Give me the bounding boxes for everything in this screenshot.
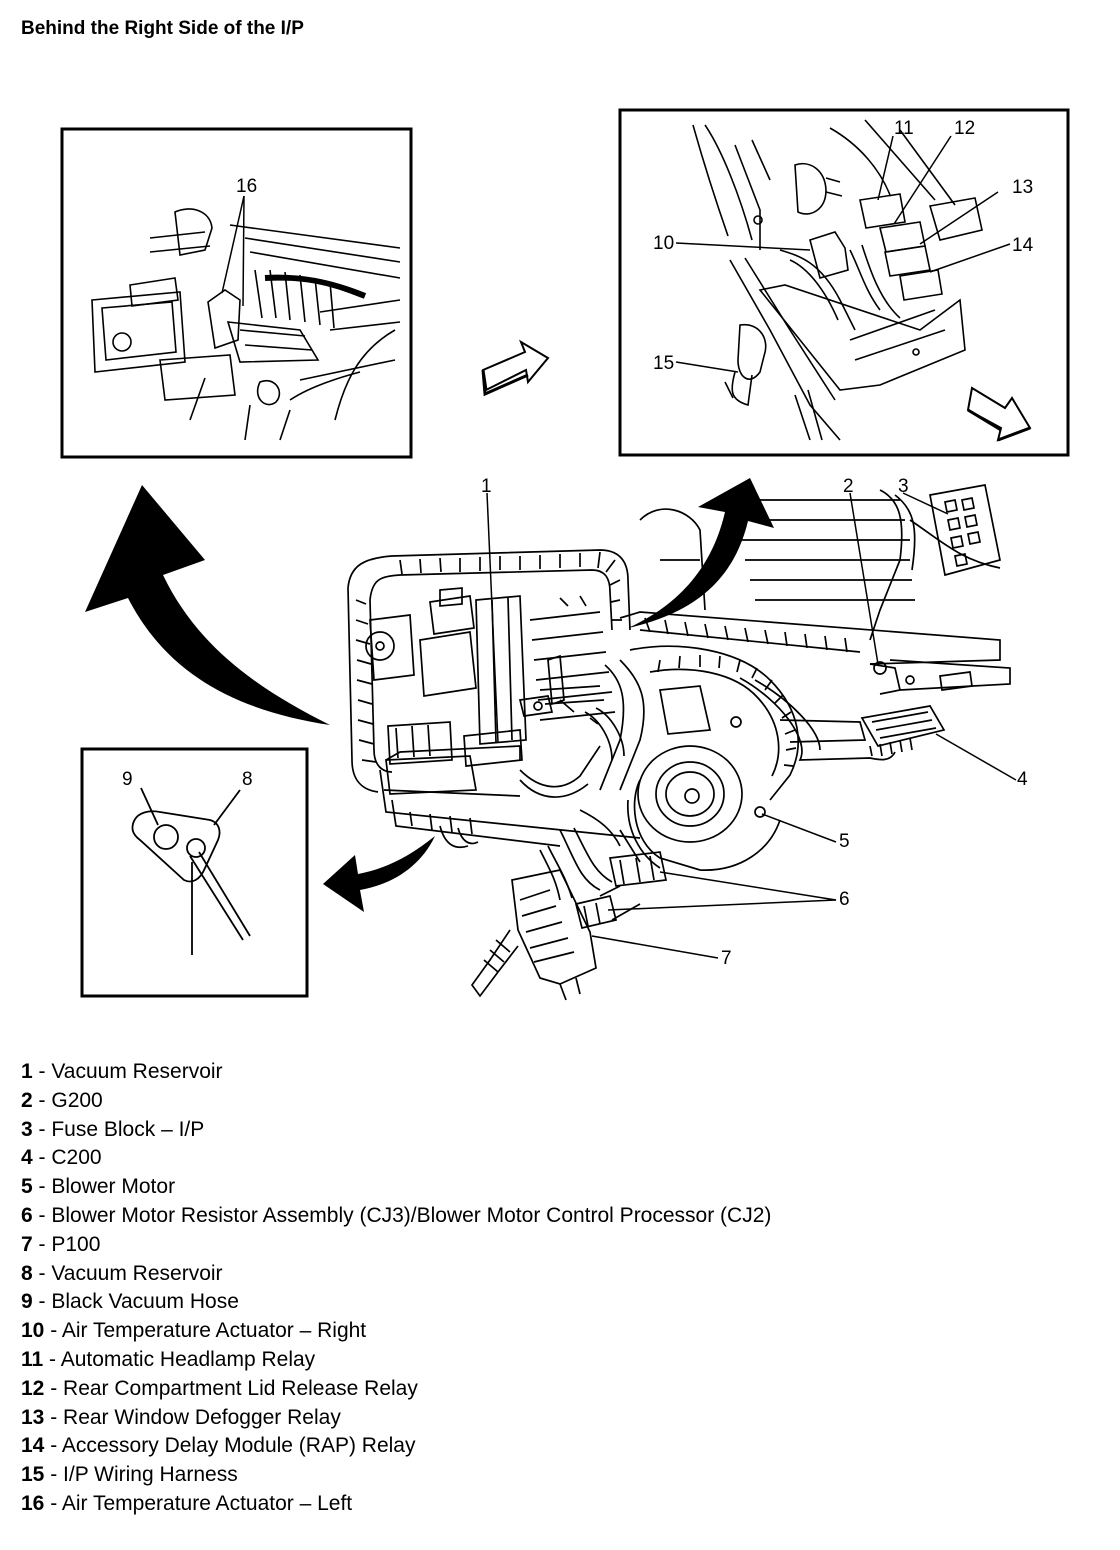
legend-separator: - xyxy=(32,1146,52,1170)
big-arrow-upper-right xyxy=(628,478,774,628)
legend-label: P100 xyxy=(51,1232,101,1256)
callout-2: 2 xyxy=(843,476,854,497)
legend-number: 4 xyxy=(21,1146,33,1170)
legend-label: Air Temperature Actuator – Right xyxy=(61,1319,367,1343)
legend-label: Vacuum Reservoir xyxy=(51,1060,223,1083)
legend-item: 13 - Rear Window Defogger Relay xyxy=(21,1404,771,1433)
legend-label: Blower Motor xyxy=(51,1175,176,1199)
legend-item: 9 - Black Vacuum Hose xyxy=(21,1288,771,1317)
legend-separator: - xyxy=(44,1463,64,1487)
legend-item: 16 - Air Temperature Actuator – Left xyxy=(21,1490,771,1519)
legend-item: 6 - Blower Motor Resistor Assembly (CJ3)… xyxy=(21,1202,771,1231)
legend-item: 4 - C200 xyxy=(21,1144,771,1173)
legend-separator: - xyxy=(44,1434,62,1458)
legend-number: 9 xyxy=(21,1290,33,1314)
big-arrow-lower-left xyxy=(323,836,435,912)
legend-separator: - xyxy=(44,1376,64,1400)
callout-9: 9 xyxy=(122,769,133,790)
callout-5: 5 xyxy=(839,831,850,852)
inset-left-top-frame xyxy=(60,127,413,459)
legend-item: 1 - Vacuum Reservoir xyxy=(21,1058,771,1087)
legend-number: 16 xyxy=(21,1491,45,1515)
main-callout-leaders xyxy=(486,492,1017,959)
callout-4: 4 xyxy=(1017,769,1028,790)
legend-item: 11 - Automatic Headlamp Relay xyxy=(21,1346,771,1375)
legend-label: Rear Compartment Lid Release Relay xyxy=(63,1376,418,1400)
diagram-illustration: 1 2 3 4 5 6 7 8 9 10 11 12 13 14 15 16 xyxy=(60,108,1070,1001)
callout-12: 12 xyxy=(954,118,975,139)
legend-label: Black Vacuum Hose xyxy=(51,1290,239,1314)
callout-16: 16 xyxy=(236,176,257,197)
legend-number: 11 xyxy=(21,1347,44,1371)
page-title: Behind the Right Side of the I/P xyxy=(21,18,304,39)
legend-separator: - xyxy=(32,1203,52,1227)
legend-label: Blower Motor Resistor Assembly (CJ3)/Blo… xyxy=(51,1203,772,1227)
callout-3: 3 xyxy=(898,476,909,497)
legend-label: Rear Window Defogger Relay xyxy=(63,1405,341,1429)
legend-label: G200 xyxy=(51,1088,103,1112)
legend-separator: - xyxy=(32,1117,52,1141)
legend-number: 1 xyxy=(21,1060,33,1083)
inset-arrow-small-right-shadow xyxy=(967,408,1031,442)
callout-8: 8 xyxy=(242,769,253,790)
legend-item: 8 - Vacuum Reservoir xyxy=(21,1260,771,1289)
legend-number: 8 xyxy=(21,1261,33,1285)
legend-separator: - xyxy=(32,1290,52,1314)
legend-separator: - xyxy=(32,1175,52,1199)
inset-left-bottom-frame xyxy=(80,747,309,998)
inset-arrow-small-left-shadow xyxy=(481,369,529,397)
legend-label: Fuse Block – I/P xyxy=(51,1117,205,1141)
callout-13: 13 xyxy=(1012,177,1033,198)
legend-separator: - xyxy=(44,1491,62,1515)
legend-label: Automatic Headlamp Relay xyxy=(60,1347,316,1371)
legend-item: 12 - Rear Compartment Lid Release Relay xyxy=(21,1375,771,1404)
legend-separator: - xyxy=(43,1347,61,1371)
legend-number: 14 xyxy=(21,1434,45,1458)
big-arrow-upper-left xyxy=(85,485,330,725)
legend-number: 3 xyxy=(21,1117,33,1141)
callout-15: 15 xyxy=(653,353,674,374)
legend-number: 15 xyxy=(21,1463,45,1487)
inset-left-top-drawing xyxy=(91,208,401,441)
inset-right-top-frame xyxy=(618,108,1070,457)
callout-6: 6 xyxy=(839,889,850,910)
legend-separator: - xyxy=(44,1405,64,1429)
legend-number: 2 xyxy=(21,1088,33,1112)
callout-16-leaders xyxy=(221,195,245,307)
callout-1: 1 xyxy=(481,476,492,497)
legend-item: 5 - Blower Motor xyxy=(21,1173,771,1202)
legend-label: I/P Wiring Harness xyxy=(63,1463,238,1487)
callout-14: 14 xyxy=(1012,235,1034,256)
legend-number: 7 xyxy=(21,1232,33,1256)
legend-number: 10 xyxy=(21,1319,45,1343)
legend-label: Accessory Delay Module (RAP) Relay xyxy=(61,1434,416,1458)
legend-item: 2 - G200 xyxy=(21,1087,771,1116)
legend-number: 13 xyxy=(21,1405,45,1429)
legend-item: 14 - Accessory Delay Module (RAP) Relay xyxy=(21,1432,771,1461)
legend-separator: - xyxy=(32,1060,52,1083)
legend-item: 7 - P100 xyxy=(21,1231,771,1260)
main-hvac-drawing xyxy=(347,484,1011,1001)
legend-label: Vacuum Reservoir xyxy=(51,1261,223,1285)
legend-item: 15 - I/P Wiring Harness xyxy=(21,1461,771,1490)
legend-separator: - xyxy=(32,1088,52,1112)
legend-label: Air Temperature Actuator – Left xyxy=(61,1491,353,1515)
callout-7: 7 xyxy=(721,948,732,969)
legend-separator: - xyxy=(32,1232,52,1256)
legend-number: 5 xyxy=(21,1175,33,1199)
legend-separator: - xyxy=(44,1319,62,1343)
legend-separator: - xyxy=(32,1261,52,1285)
legend-list: 1 - Vacuum Reservoir 2 - G200 3 - Fuse B… xyxy=(21,1058,771,1519)
legend-item: 10 - Air Temperature Actuator – Right xyxy=(21,1317,771,1346)
legend-label: C200 xyxy=(51,1146,102,1170)
legend-item: 3 - Fuse Block – I/P xyxy=(21,1116,771,1145)
inset-right-top-drawing xyxy=(692,119,983,441)
inset-arrow-small-left xyxy=(481,339,550,392)
inset-left-bottom-drawing xyxy=(131,787,251,955)
legend-number: 6 xyxy=(21,1203,33,1227)
right-top-callout-leaders xyxy=(675,135,1011,373)
callout-11: 11 xyxy=(894,118,914,139)
legend-number: 12 xyxy=(21,1376,45,1400)
callout-10: 10 xyxy=(653,233,674,254)
